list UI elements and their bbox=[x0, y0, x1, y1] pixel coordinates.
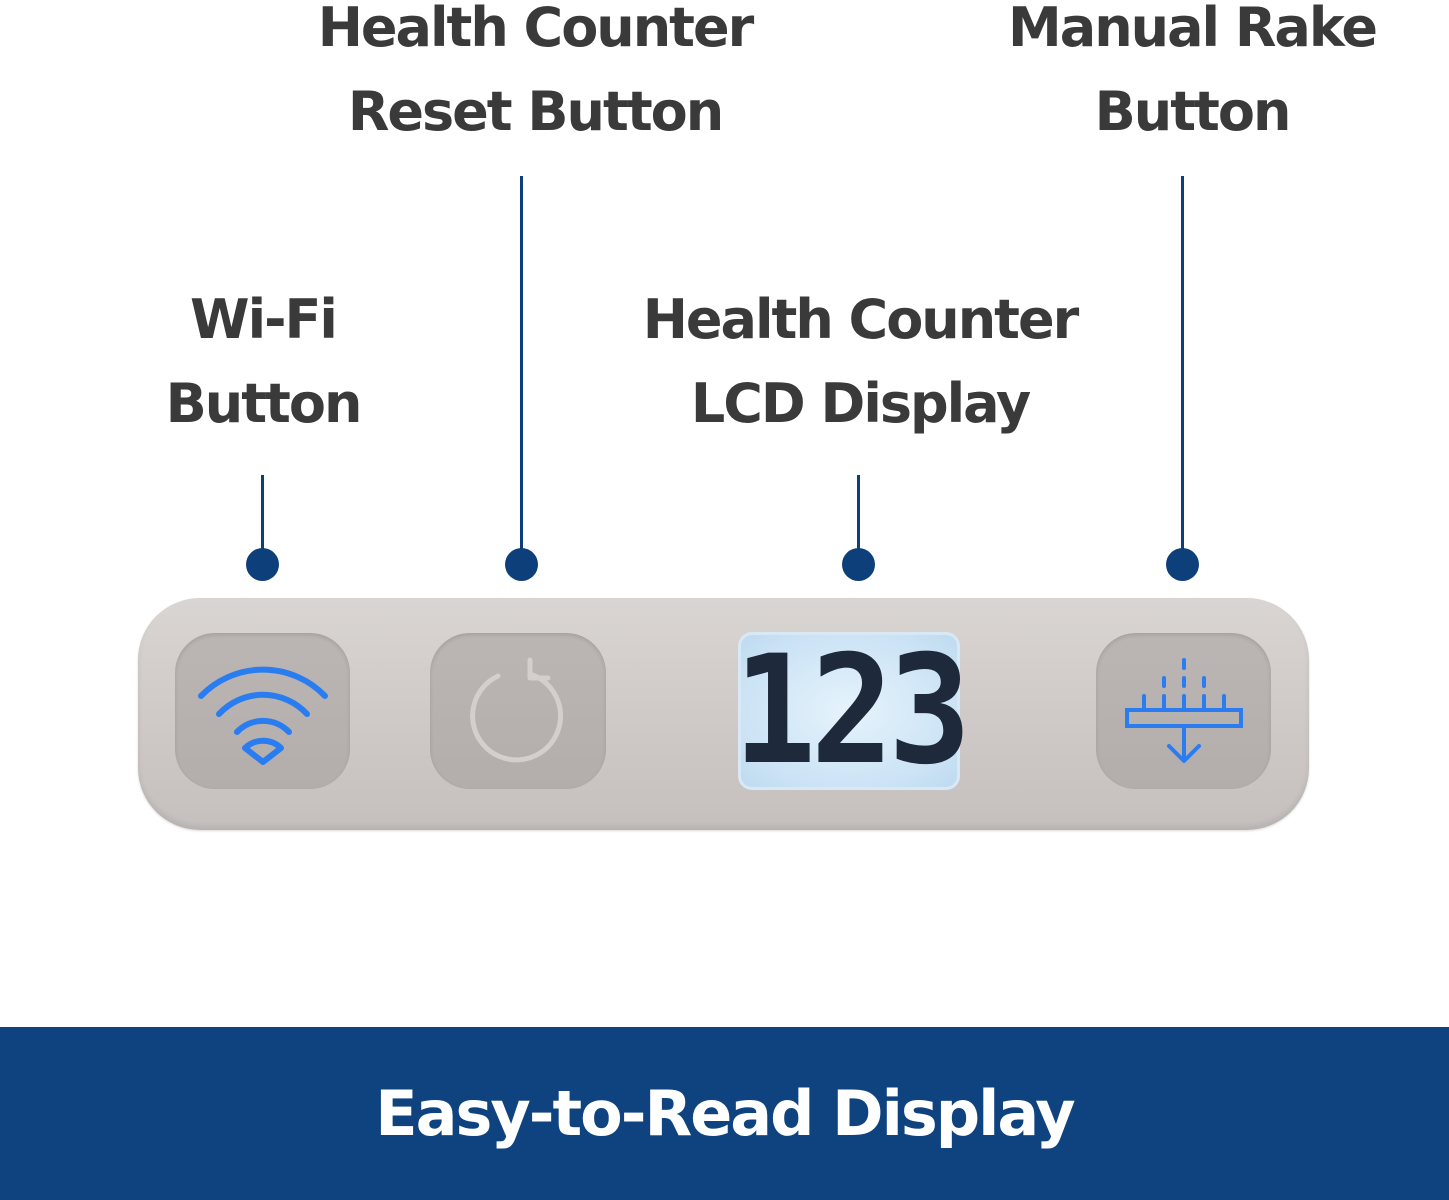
health-counter-lcd-display: 123 bbox=[733, 632, 971, 790]
health-counter-reset-button[interactable] bbox=[430, 633, 606, 789]
label-lcd-line1: Health Counter bbox=[642, 288, 1080, 351]
label-lcd-display: Health Counter LCD Display bbox=[635, 278, 1085, 446]
leader-line-rake bbox=[1181, 176, 1184, 565]
label-wifi-line2: Button bbox=[165, 372, 363, 435]
label-wifi-line1: Wi-Fi bbox=[190, 288, 338, 351]
label-rake-line2: Button bbox=[1094, 80, 1292, 143]
leader-line-wifi bbox=[261, 475, 264, 565]
label-reset-button: Health Counter Reset Button bbox=[310, 0, 760, 154]
label-reset-line2: Reset Button bbox=[347, 80, 724, 143]
reset-icon bbox=[470, 657, 564, 763]
leader-line-lcd bbox=[857, 475, 860, 565]
label-reset-line1: Health Counter bbox=[317, 0, 755, 59]
label-rake-button: Manual Rake Button bbox=[990, 0, 1394, 154]
wifi-icon bbox=[197, 666, 328, 765]
footer-banner: Easy-to-Read Display bbox=[0, 1027, 1449, 1200]
leader-line-reset bbox=[520, 176, 523, 565]
leader-dot-reset bbox=[505, 548, 538, 581]
leader-dot-lcd bbox=[842, 548, 875, 581]
manual-rake-button[interactable] bbox=[1096, 633, 1271, 789]
label-rake-line1: Manual Rake bbox=[1008, 0, 1378, 59]
lcd-readout: 123 bbox=[732, 624, 971, 798]
rake-icon bbox=[1124, 658, 1243, 763]
label-lcd-line2: LCD Display bbox=[690, 372, 1031, 435]
leader-dot-rake bbox=[1166, 548, 1199, 581]
leader-dot-wifi bbox=[246, 548, 279, 581]
wifi-button[interactable] bbox=[175, 633, 350, 789]
label-wifi-button: Wi-Fi Button bbox=[160, 278, 366, 446]
footer-title: Easy-to-Read Display bbox=[375, 1077, 1075, 1150]
